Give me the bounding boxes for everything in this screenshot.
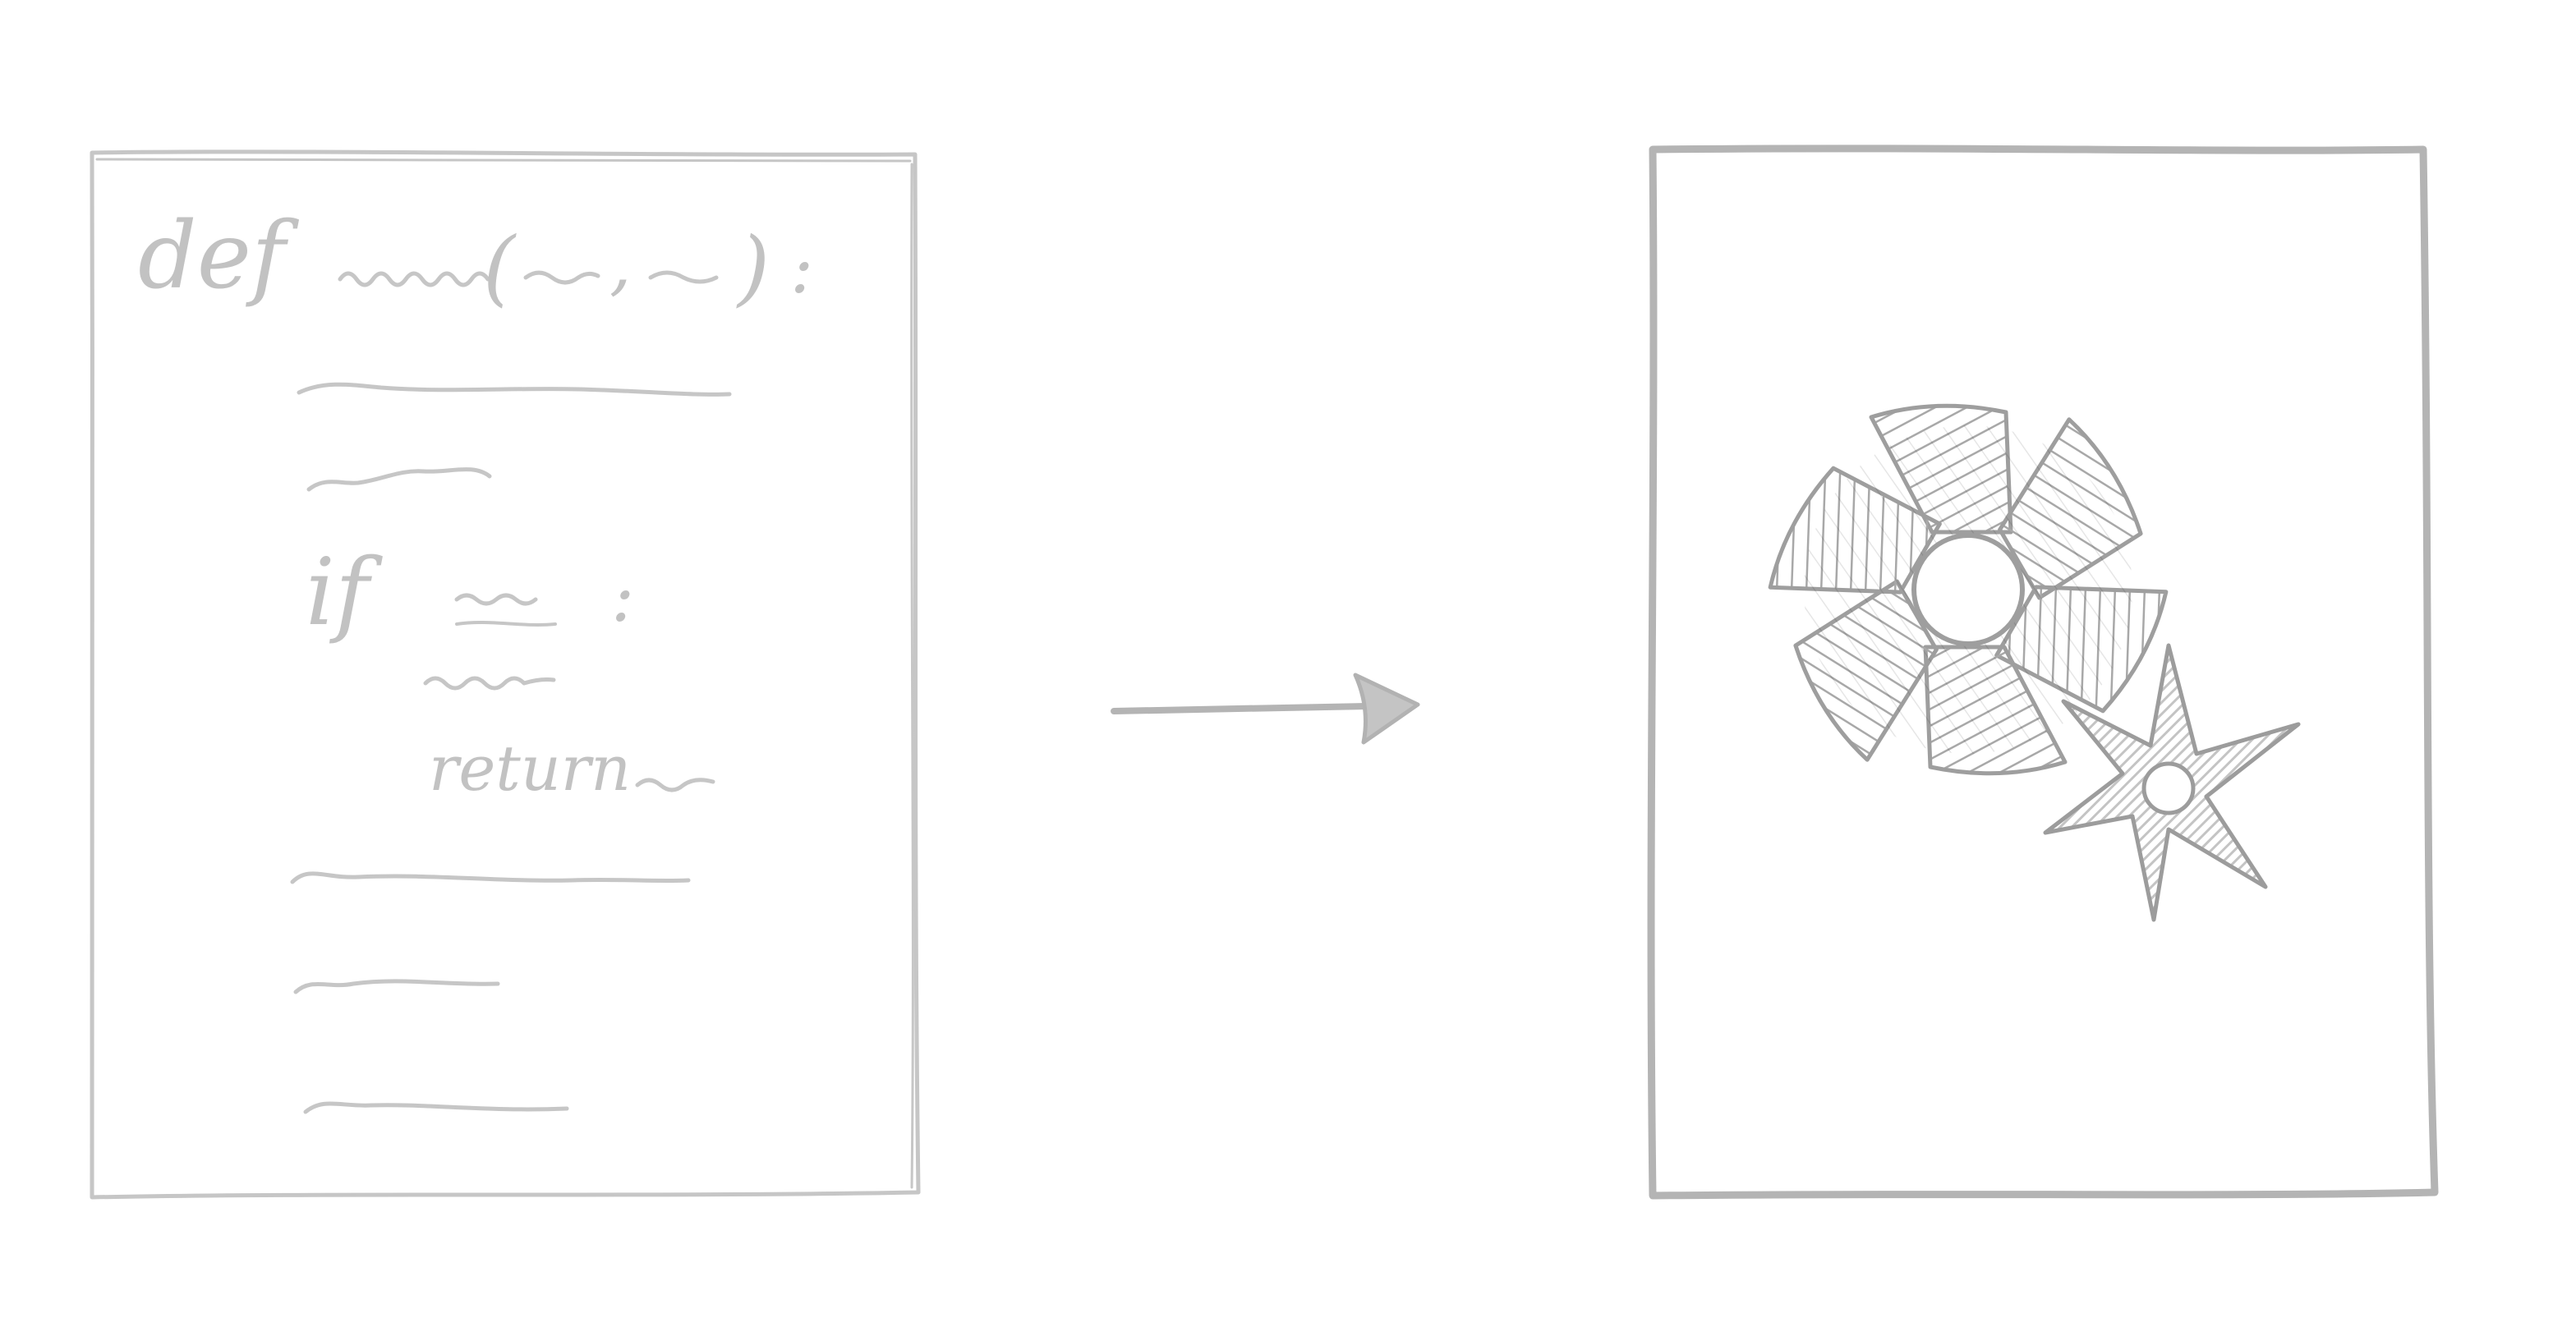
condition-underline	[455, 621, 557, 627]
code-page: def ( , ) : if : return	[89, 149, 921, 1200]
code-page-border-retrace	[95, 157, 914, 1189]
star-center	[2141, 761, 2196, 815]
comma: ,	[610, 223, 632, 304]
code-line-8	[293, 979, 500, 994]
open-paren: (	[483, 219, 517, 315]
keyword-def: def	[138, 203, 300, 310]
function-name-squiggle	[338, 271, 490, 287]
flower-icon	[1760, 403, 2175, 773]
output-canvas-border	[1647, 145, 2439, 1200]
star-icon	[2043, 643, 2301, 922]
flower-center	[1911, 533, 2025, 646]
close-paren: )	[736, 219, 770, 315]
transform-arrow	[1111, 673, 1420, 745]
code-line-5	[423, 676, 556, 691]
code-line-if: if :	[306, 540, 634, 646]
output-canvas	[1647, 145, 2439, 1200]
code-line-def: def ( , ) :	[138, 203, 813, 315]
colon: :	[790, 228, 813, 309]
code-line-9	[303, 1101, 569, 1114]
code-page-border	[89, 149, 921, 1200]
code-line-return: return	[429, 732, 715, 805]
arrow-head	[1353, 673, 1420, 745]
arrow-shaft	[1111, 703, 1368, 714]
condition-squiggle	[454, 593, 538, 606]
code-line-2	[297, 382, 732, 397]
keyword-return: return	[429, 732, 631, 805]
code-line-7	[290, 871, 691, 884]
argument-1-squiggle	[523, 270, 600, 285]
keyword-if: if	[306, 540, 384, 646]
argument-2-squiggle	[648, 270, 719, 284]
code-line-3	[306, 467, 492, 492]
colon-if: :	[611, 557, 634, 637]
return-value-squiggle	[635, 778, 715, 792]
